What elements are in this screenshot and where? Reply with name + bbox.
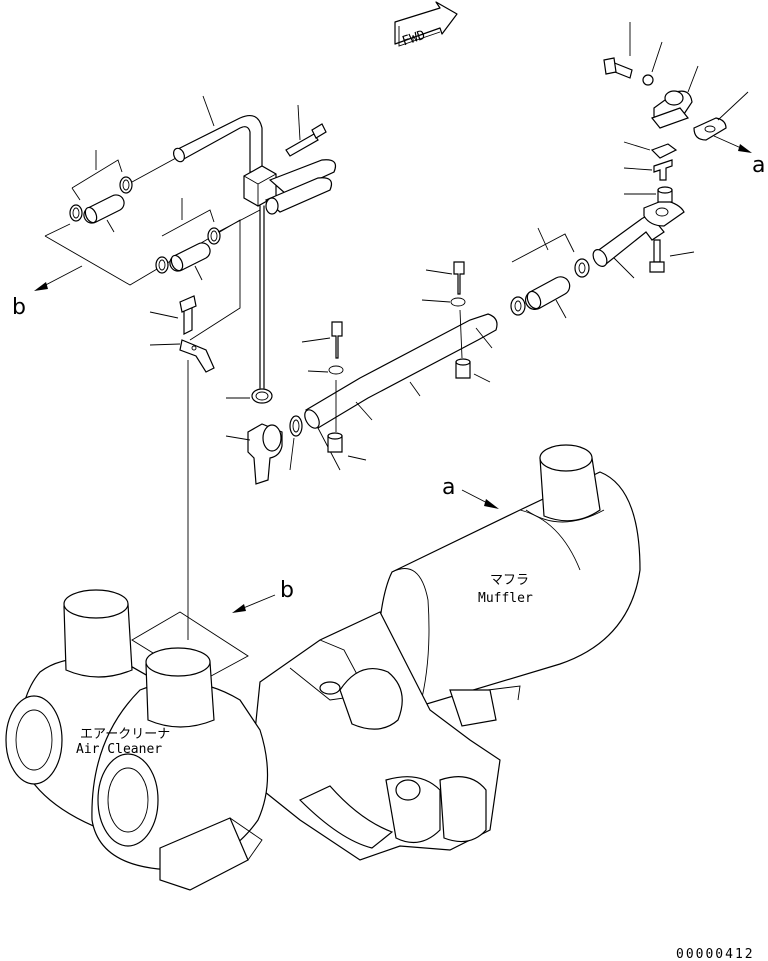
arrow-to-a-top — [713, 135, 752, 153]
elbow-and-clamp — [225, 388, 303, 485]
top-right-fitting — [603, 22, 749, 203]
arrow-to-a-mid — [461, 489, 499, 509]
ref-letter-b-left: b — [12, 295, 26, 320]
arrow-to-b-left — [34, 265, 83, 291]
ref-letter-a-top: a — [752, 153, 765, 178]
muffler: マフラ Muffler — [377, 444, 641, 707]
aircleaner-label-jp: エアークリーナ — [80, 727, 170, 742]
ref-letter-a-mid: a — [442, 475, 455, 500]
muffler-label-en: Muffler — [478, 591, 533, 606]
right-hose-section — [510, 199, 695, 319]
arrow-to-b-mid — [232, 594, 276, 613]
air-cleaner: エアークリーナ Air Cleaner — [5, 589, 269, 891]
upper-left-group — [44, 150, 261, 341]
drawing-number: 00000412 — [676, 947, 755, 961]
middle-hose-assembly — [301, 261, 498, 471]
breather-tube-upper — [172, 95, 337, 389]
engine-block — [249, 611, 521, 861]
fwd-label: FWD — [400, 28, 427, 50]
bracket-left — [149, 295, 215, 640]
muffler-label-jp: マフラ — [490, 573, 529, 588]
fwd-arrow: FWD — [394, 1, 458, 50]
aircleaner-label-en: Air Cleaner — [76, 742, 162, 757]
ref-letter-b-mid: b — [280, 578, 294, 603]
